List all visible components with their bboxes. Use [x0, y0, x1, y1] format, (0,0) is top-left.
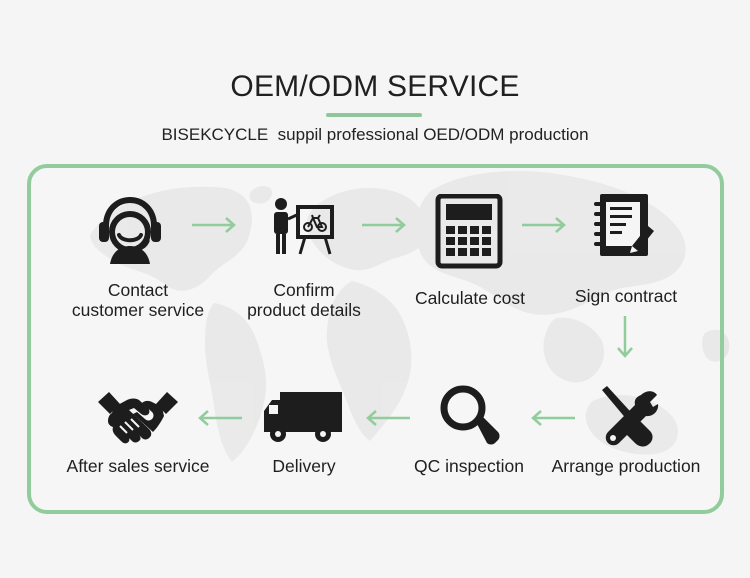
- step-label: Calculate cost: [415, 288, 525, 308]
- step-sign-contract: Sign contract: [575, 190, 677, 320]
- step-qc-inspection: QC inspection: [414, 378, 524, 488]
- page-subtitle: BISEKCYCLE suppil professional OED/ODM p…: [161, 125, 589, 144]
- step-contact-customer-service: Contact customer service: [72, 190, 204, 320]
- handshake-icon: [98, 392, 178, 444]
- headset-agent-icon: [99, 196, 161, 264]
- page-title: OEM/ODM SERVICE: [230, 70, 520, 103]
- arrow-left-icon: [531, 410, 575, 426]
- arrow-left-icon: [198, 410, 242, 426]
- step-label: Confirm product details: [247, 280, 361, 320]
- arrow-right-icon: [192, 217, 236, 233]
- arrow-right-icon: [522, 217, 566, 233]
- step-after-sales-service: After sales service: [67, 378, 209, 488]
- step-label: Arrange production: [551, 456, 701, 476]
- step-arrange-production: Arrange production: [552, 378, 700, 488]
- step-label: After sales service: [66, 456, 210, 476]
- arrow-down-icon: [617, 316, 633, 358]
- step-label: Delivery: [272, 456, 336, 476]
- arrow-right-icon: [362, 217, 406, 233]
- step-label: QC inspection: [414, 456, 524, 476]
- title-underline: [326, 113, 422, 117]
- step-label: Contact customer service: [71, 280, 205, 320]
- presentation-bike-icon: [274, 198, 334, 255]
- step-calculate-cost: Calculate cost: [415, 190, 525, 320]
- truck-icon: [264, 392, 342, 442]
- step-confirm-product-details: Confirm product details: [247, 190, 361, 320]
- arrow-left-icon: [366, 410, 410, 426]
- notebook-pen-icon: [594, 194, 654, 256]
- step-delivery: Delivery: [262, 378, 346, 488]
- tools-icon: [602, 386, 659, 447]
- magnifier-icon: [440, 385, 500, 445]
- step-label: Sign contract: [574, 286, 678, 306]
- calculator-icon: [435, 194, 503, 269]
